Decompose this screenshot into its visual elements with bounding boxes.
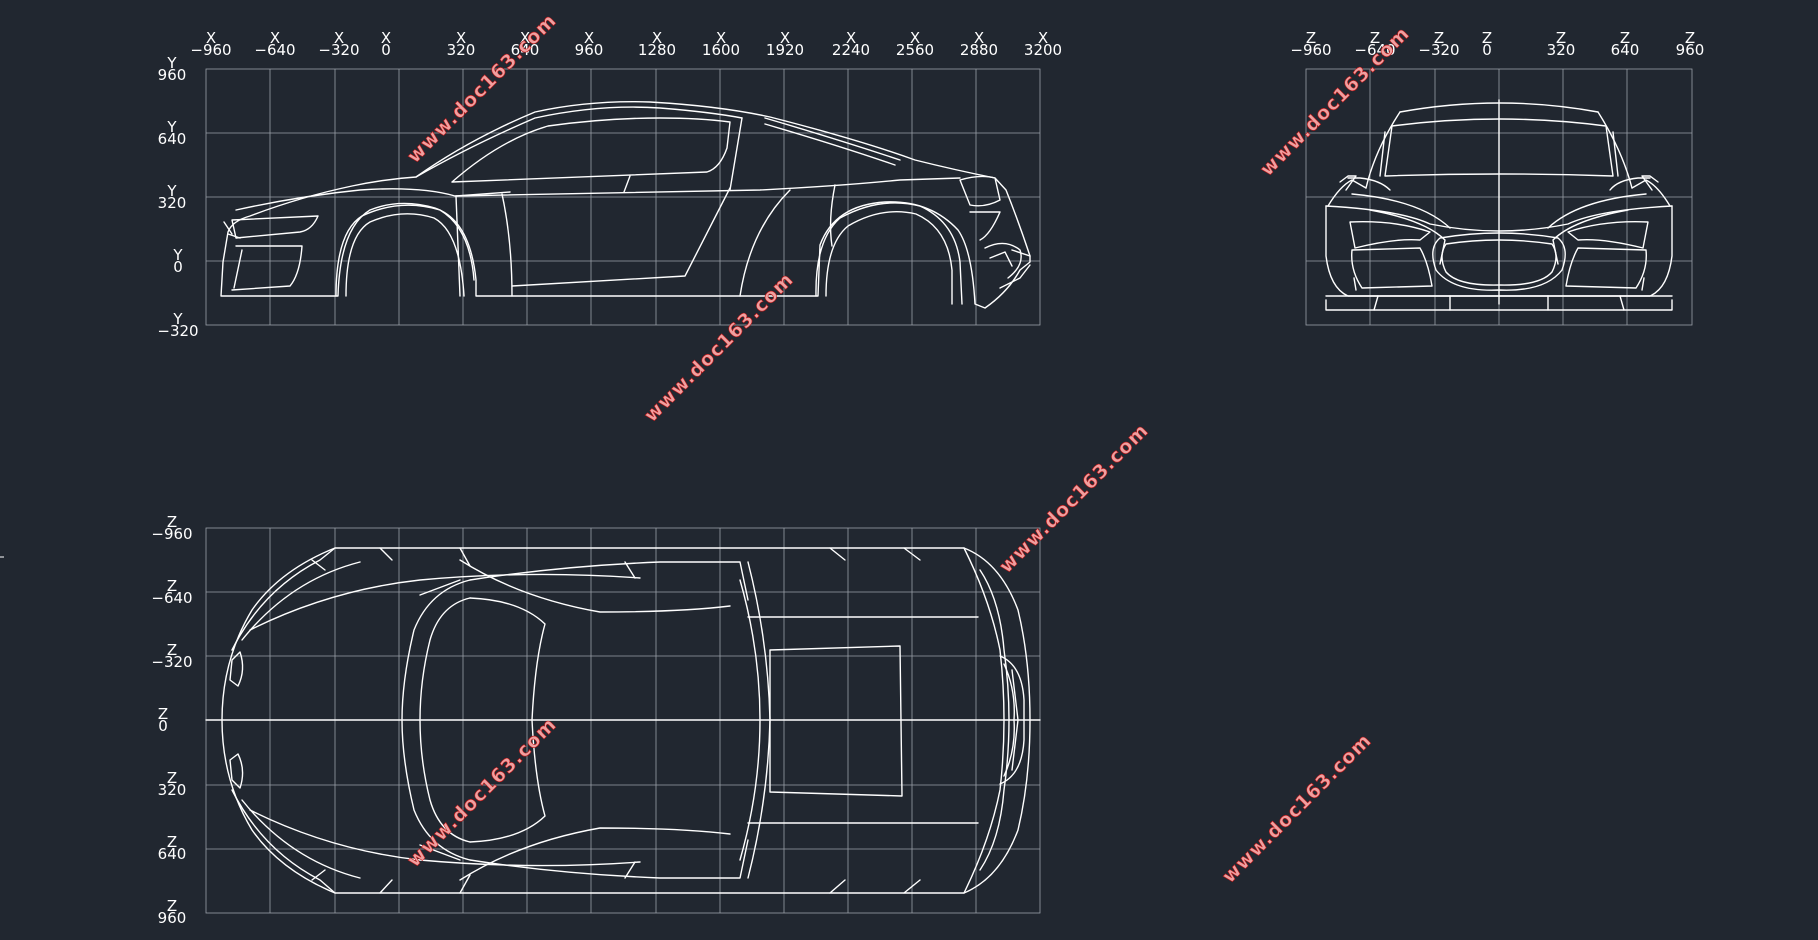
tick-name: X	[652, 29, 662, 47]
side-view-car-outline	[220, 101, 1031, 309]
tick-value: 320	[158, 781, 187, 799]
tick-value: 2240	[832, 41, 870, 59]
tick-name: Z	[1306, 29, 1316, 47]
tick-value: −960	[151, 525, 192, 543]
tick-name: X	[910, 29, 920, 47]
tick-value: −320	[151, 653, 192, 671]
watermark-text: www.doc163.com	[403, 713, 561, 871]
tick-value: −320	[1418, 41, 1459, 59]
tick-value: 1280	[638, 41, 676, 59]
tick-value: −640	[151, 589, 192, 607]
tick-name: X	[206, 29, 216, 47]
tick-value: 640	[511, 41, 540, 59]
tick-value: 2880	[960, 41, 998, 59]
tick-name: Z	[1370, 29, 1380, 47]
tick-name: X	[846, 29, 856, 47]
tick-value: 640	[1611, 41, 1640, 59]
tick-value: −640	[1354, 41, 1395, 59]
tick-name: X	[1038, 29, 1048, 47]
watermark-text: www.doc163.com	[1218, 729, 1376, 887]
tick-name: X	[780, 29, 790, 47]
tick-value: 2560	[896, 41, 934, 59]
tick-name: Z	[1556, 29, 1566, 47]
tick-value: −320	[318, 41, 359, 59]
tick-name: Z	[158, 705, 168, 723]
tick-value: 320	[447, 41, 476, 59]
tick-value: −320	[157, 322, 198, 340]
tick-name: Y	[166, 118, 177, 136]
tick-name: X	[334, 29, 344, 47]
tick-value: 320	[1547, 41, 1576, 59]
tick-name: Z	[1620, 29, 1630, 47]
watermark-text: www.doc163.com	[403, 9, 561, 167]
tick-name: X	[974, 29, 984, 47]
tick-value: 1600	[702, 41, 740, 59]
tick-value: 320	[158, 194, 187, 212]
watermark-text: www.doc163.com	[640, 268, 798, 426]
tick-name: Y	[166, 54, 177, 72]
tick-value: 0	[173, 258, 183, 276]
tick-name: X	[716, 29, 726, 47]
tick-name: X	[520, 29, 530, 47]
tick-name: Z	[1434, 29, 1444, 47]
tick-value: 960	[575, 41, 604, 59]
tick-value: 640	[158, 130, 187, 148]
tick-name: X	[584, 29, 594, 47]
front-view-car-outline	[1325, 99, 1673, 311]
tick-value: 640	[158, 845, 187, 863]
tick-value: 960	[158, 66, 187, 84]
tick-value: 0	[381, 41, 391, 59]
top-view-car-outline	[205, 547, 1041, 894]
tick-name: Z	[167, 577, 177, 595]
tick-name: Y	[172, 310, 183, 328]
watermarks: www.doc163.com www.doc163.com www.doc163…	[403, 9, 1415, 888]
tick-value: 0	[158, 717, 168, 735]
tick-name: Z	[167, 641, 177, 659]
tick-name: Y	[172, 246, 183, 264]
tick-value: 960	[158, 909, 187, 927]
watermark-text: www.doc163.com	[995, 419, 1153, 577]
tick-value: 1920	[766, 41, 804, 59]
tick-value: −960	[1290, 41, 1331, 59]
tick-name: Z	[167, 513, 177, 531]
tick-name: Z	[167, 769, 177, 787]
tick-name: Z	[1482, 29, 1492, 47]
tick-value: −960	[190, 41, 231, 59]
tick-name: Z	[1685, 29, 1695, 47]
tick-value: 3200	[1024, 41, 1062, 59]
watermark-text: www.doc163.com	[1256, 22, 1414, 180]
tick-name: X	[381, 29, 391, 47]
tick-name: Z	[167, 833, 177, 851]
tick-value: 960	[1676, 41, 1705, 59]
tick-value: 0	[1482, 41, 1492, 59]
tick-value: −640	[254, 41, 295, 59]
tick-name: Y	[166, 182, 177, 200]
tick-name: X	[456, 29, 466, 47]
tick-name: X	[270, 29, 280, 47]
tick-name: Z	[167, 897, 177, 915]
